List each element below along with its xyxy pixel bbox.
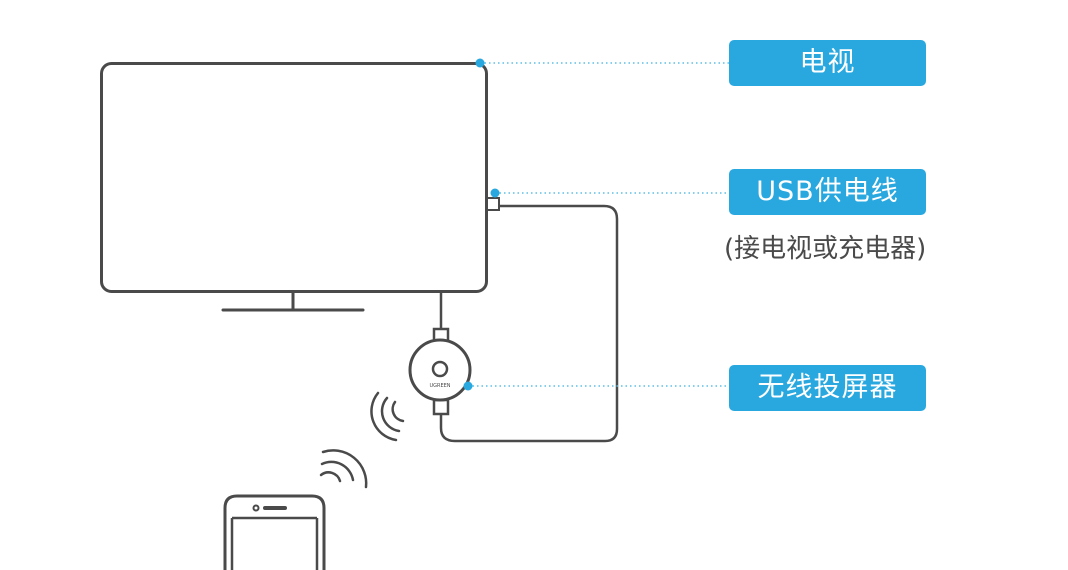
smartphone-illustration [223, 494, 326, 570]
adapter-brand-text: UGREEN [429, 383, 450, 389]
leader-dot-adapter [463, 381, 473, 391]
wireless-adapter: UGREEN [408, 327, 472, 416]
adapter-body [408, 338, 472, 402]
usb-cable-note: (接电视或充电器) [724, 234, 927, 264]
leader-lines [468, 62, 729, 387]
adapter-button [431, 360, 449, 378]
tv-illustration [100, 62, 488, 312]
phone-body [223, 494, 326, 570]
wifi-signal-phone-icon [319, 449, 368, 489]
leader-dot-tv [475, 58, 485, 68]
wifi-signal-adapter-icon [370, 391, 405, 442]
label-wireless-adapter: 无线投屏器 [729, 365, 926, 411]
label-tv: 电视 [729, 40, 926, 86]
usb-plug [486, 197, 500, 211]
tv-screen [100, 62, 488, 293]
leader-dots [463, 58, 500, 391]
leader-dot-usb [490, 188, 500, 198]
usb-power-cable [439, 204, 619, 443]
label-usb-power-cable: USB供电线 [729, 169, 926, 215]
adapter-bottom-connector [432, 398, 450, 416]
phone-camera [252, 504, 260, 512]
